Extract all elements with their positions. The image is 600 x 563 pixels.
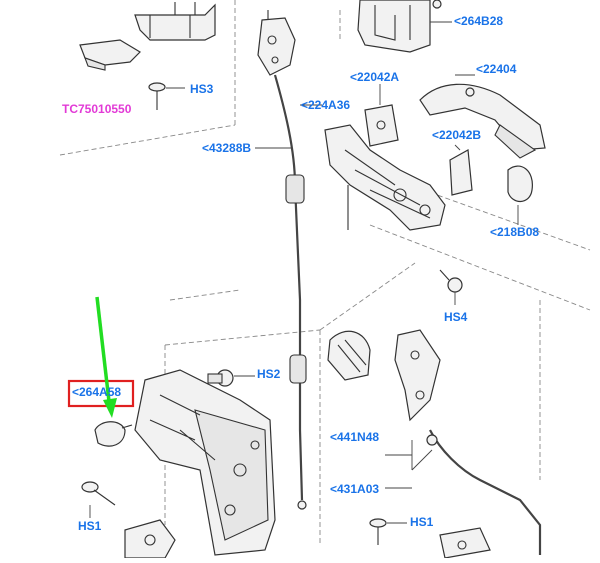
label-hs2: HS2 <box>257 367 281 381</box>
knob-264a58 <box>94 421 133 447</box>
assembly-outline-lines <box>59 0 591 545</box>
label-22404: <22404 <box>476 62 517 76</box>
bolt-hs2 <box>207 369 255 387</box>
screw-hs1-bottom <box>369 518 407 545</box>
lever-431a03 <box>385 329 542 555</box>
actuator-part-top <box>257 10 296 76</box>
label-43288b: <43288B <box>202 141 252 155</box>
green-arrow <box>95 296 117 418</box>
screw-hs4 <box>439 269 463 305</box>
label-hs4: HS4 <box>444 310 468 324</box>
label-218b08: <218B08 <box>490 225 540 239</box>
label-tc75010550: TC75010550 <box>62 102 132 116</box>
door-latch-body <box>134 369 276 556</box>
label-22042a: <22042A <box>350 70 400 84</box>
label-hs1-left: HS1 <box>78 519 102 533</box>
plate-22042a <box>364 84 399 147</box>
bracket-bottom-right <box>439 527 491 559</box>
label-224a36: <224A36 <box>301 98 351 112</box>
cover-22042b <box>449 144 473 196</box>
cap-218b08 <box>507 165 533 225</box>
block-part-264b28 <box>357 0 452 53</box>
part-441n48 <box>327 330 371 381</box>
door-handle-22404 <box>419 74 546 159</box>
bracket-bottom-left <box>124 519 176 559</box>
highlight-box-264a58 <box>67 379 135 408</box>
label-264b28: <264B28 <box>454 14 504 28</box>
label-431a03: <431A03 <box>330 482 380 496</box>
latch-mechanism-224a36 <box>300 104 446 231</box>
label-hs1-bottom: HS1 <box>410 515 434 529</box>
label-264a58: <264A58 <box>72 385 122 399</box>
label-hs3: HS3 <box>190 82 214 96</box>
label-22042b: <22042B <box>432 128 482 142</box>
clip-part-tc75010550 <box>79 39 141 71</box>
screw-hs3 <box>148 82 185 110</box>
screw-hs1-left <box>81 481 116 518</box>
label-441n48: <441N48 <box>330 430 380 444</box>
cable-43288b <box>255 74 307 510</box>
bracket-part-top-left <box>134 2 216 41</box>
